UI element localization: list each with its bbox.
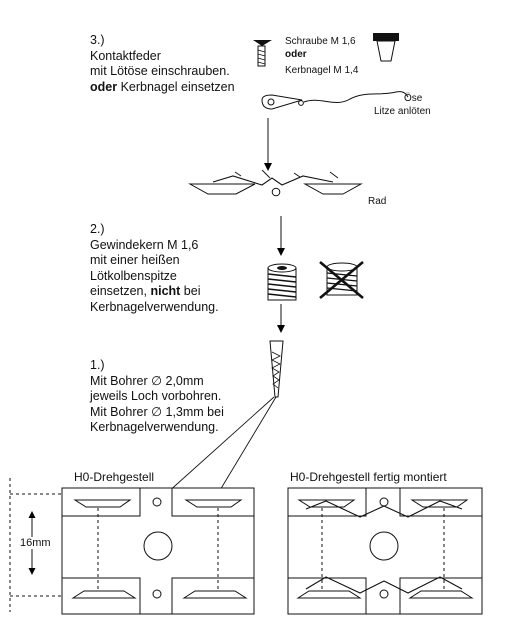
threaded-insert-icon xyxy=(267,263,297,301)
step3-line1: Kontaktfeder xyxy=(90,48,161,63)
left-panel-title: H0-Drehgestell xyxy=(74,470,155,484)
step1-line3: Mit Bohrer ∅ 1,3mm bei xyxy=(90,404,224,419)
step1-number: 1.) xyxy=(90,358,105,372)
dimension-label: 16mm xyxy=(20,537,51,549)
step3-text: 3.) Kontaktfeder mit Lötöse einschrauben… xyxy=(90,33,235,95)
wheel-label: Rad xyxy=(368,196,387,207)
step3-line2: mit Lötöse einschrauben. xyxy=(90,64,230,78)
screw-icon xyxy=(253,40,272,67)
right-bogie-frame xyxy=(287,487,483,615)
step3-line3-rest: Kerbnagel einsetzen xyxy=(117,79,235,94)
solder-strand-label: Litze anlöten xyxy=(374,106,431,117)
eye-label: Öse xyxy=(404,93,423,104)
notch-nail-label: Kerbnagel M 1,4 xyxy=(285,65,359,76)
step1-line4: Kerbnagelverwendung. xyxy=(90,420,219,434)
pointer-line-upper xyxy=(156,396,275,503)
step1-line2: jeweils Loch vorbohren. xyxy=(90,389,222,403)
notch-nail-icon xyxy=(373,33,399,62)
step2-line5: Kerbnagelverwendung. xyxy=(90,299,219,314)
step2-number: 2.) xyxy=(90,222,105,236)
step2-line4-end: bei xyxy=(180,284,201,298)
step2-line1: Gewindekern M 1,6 xyxy=(90,237,199,252)
screw-label: Schraube M 1,6 xyxy=(285,36,356,47)
step2-line4: einsetzen, nicht bei xyxy=(90,284,219,300)
drill-hole-icon xyxy=(269,340,284,398)
crossed-insert-icon xyxy=(319,261,364,299)
wheel-assembly-icon xyxy=(188,169,363,197)
step1-line1: Mit Bohrer ∅ 2,0mm xyxy=(90,373,204,388)
solder-strand-wire xyxy=(303,91,409,103)
step2-line2: mit einer heißen xyxy=(90,253,180,267)
or-label-bold: oder xyxy=(285,49,307,60)
left-bogie-frame xyxy=(9,478,255,615)
or-label: oder xyxy=(285,49,307,61)
step3-or-bold: oder xyxy=(90,79,118,94)
step2-text: 2.) Gewindekern M 1,6 mit einer heißen L… xyxy=(90,222,219,315)
step3-line3: oder Kerbnagel einsetzen xyxy=(90,80,235,96)
step1-text: 1.) Mit Bohrer ∅ 2,0mm jeweils Loch vorb… xyxy=(90,358,224,436)
right-panel-title: H0-Drehgestell fertig montiert xyxy=(290,470,447,484)
contact-spring-icon xyxy=(261,94,304,110)
step2-not-bold: nicht xyxy=(150,284,181,298)
step2-line4-start: einsetzen, xyxy=(90,284,151,298)
step3-number: 3.) xyxy=(90,33,105,47)
step2-line3: Lötkolbenspitze xyxy=(90,268,177,283)
